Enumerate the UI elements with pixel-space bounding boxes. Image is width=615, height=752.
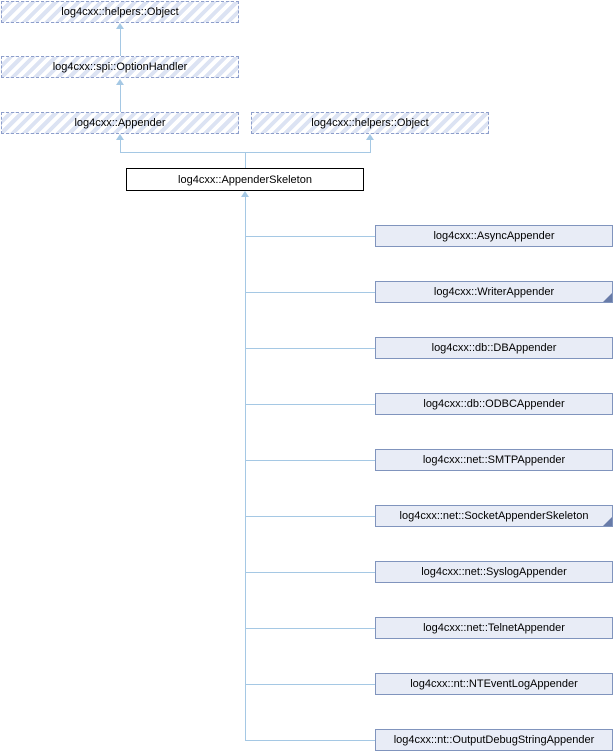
node-log4cxx-helpers-object[interactable]: log4cxx::helpers::Object — [251, 112, 489, 134]
arrow-up-icon — [241, 191, 249, 197]
edge-child-branch — [245, 516, 375, 517]
arrow-up-icon — [116, 134, 124, 140]
class-label: log4cxx::WriterAppender — [433, 286, 555, 298]
edge-optionhandler-to-object — [120, 28, 121, 56]
node-log4cxx-appender[interactable]: log4cxx::Appender — [1, 112, 239, 134]
node-log4cxx-net-socketappenderskeleton[interactable]: log4cxx::net::SocketAppenderSkeleton — [375, 505, 613, 527]
class-label: log4cxx::net::SyslogAppender — [421, 566, 567, 578]
arrow-up-icon — [116, 79, 124, 85]
edge-child-branch — [245, 628, 375, 629]
edge-child-branch — [245, 684, 375, 685]
arrow-up-icon — [366, 134, 374, 140]
node-log4cxx-nt-outputdebugstringappender[interactable]: log4cxx::nt::OutputDebugStringAppender — [375, 729, 613, 751]
arrow-up-icon — [116, 23, 124, 29]
class-label: log4cxx::db::DBAppender — [431, 342, 557, 354]
class-label: log4cxx::AppenderSkeleton — [178, 173, 312, 186]
class-label: log4cxx::net::TelnetAppender — [423, 622, 565, 634]
class-label: log4cxx::spi::OptionHandler — [52, 61, 188, 73]
node-log4cxx-net-smtpappender[interactable]: log4cxx::net::SMTPAppender — [375, 449, 613, 471]
class-label: log4cxx::AsyncAppender — [433, 230, 555, 242]
edge-children-trunk — [245, 197, 246, 741]
class-label: log4cxx::db::ODBCAppender — [423, 398, 565, 410]
class-label: log4cxx::net::SocketAppenderSkeleton — [399, 510, 589, 522]
node-log4cxx-spi-optionhandler[interactable]: log4cxx::spi::OptionHandler — [1, 56, 239, 78]
class-label: log4cxx::nt::NTEventLogAppender — [410, 678, 578, 690]
class-label: log4cxx::Appender — [74, 117, 166, 129]
edge-child-branch — [245, 292, 375, 293]
class-label: log4cxx::net::SMTPAppender — [422, 454, 566, 466]
class-label: log4cxx::nt::OutputDebugStringAppender — [393, 734, 595, 746]
node-log4cxx-writerappender[interactable]: log4cxx::WriterAppender — [375, 281, 613, 303]
edge-child-branch — [245, 404, 375, 405]
edge-appender-to-optionhandler — [120, 84, 121, 112]
node-log4cxx-asyncappender[interactable]: log4cxx::AsyncAppender — [375, 225, 613, 247]
class-label: log4cxx::helpers::Object — [311, 117, 429, 129]
edge-child-branch — [245, 572, 375, 573]
node-log4cxx-nt-nteventlogappender[interactable]: log4cxx::nt::NTEventLogAppender — [375, 673, 613, 695]
edge-skeleton-to-helpers-object — [370, 139, 371, 152]
node-log4cxx-db-dbappender[interactable]: log4cxx::db::DBAppender — [375, 337, 613, 359]
edge-skeleton-to-appender — [120, 139, 121, 152]
subclasses-fold-icon — [603, 517, 612, 526]
edge-child-branch — [245, 236, 375, 237]
node-log4cxx-net-syslogappender[interactable]: log4cxx::net::SyslogAppender — [375, 561, 613, 583]
node-log4cxx-db-odbcappender[interactable]: log4cxx::db::ODBCAppender — [375, 393, 613, 415]
subclasses-fold-icon — [603, 293, 612, 302]
node-log4cxx-appenderskeleton: log4cxx::AppenderSkeleton — [126, 168, 364, 191]
class-label: log4cxx::helpers::Object — [61, 6, 179, 18]
edge-child-branch — [245, 740, 375, 741]
edge-child-branch — [245, 460, 375, 461]
edge-child-branch — [245, 348, 375, 349]
edge-parents-junction — [120, 152, 371, 153]
node-log4cxx-helpers-object-root[interactable]: log4cxx::helpers::Object — [1, 1, 239, 23]
edge-skeleton-trunk-up — [245, 153, 246, 168]
node-log4cxx-net-telnetappender[interactable]: log4cxx::net::TelnetAppender — [375, 617, 613, 639]
